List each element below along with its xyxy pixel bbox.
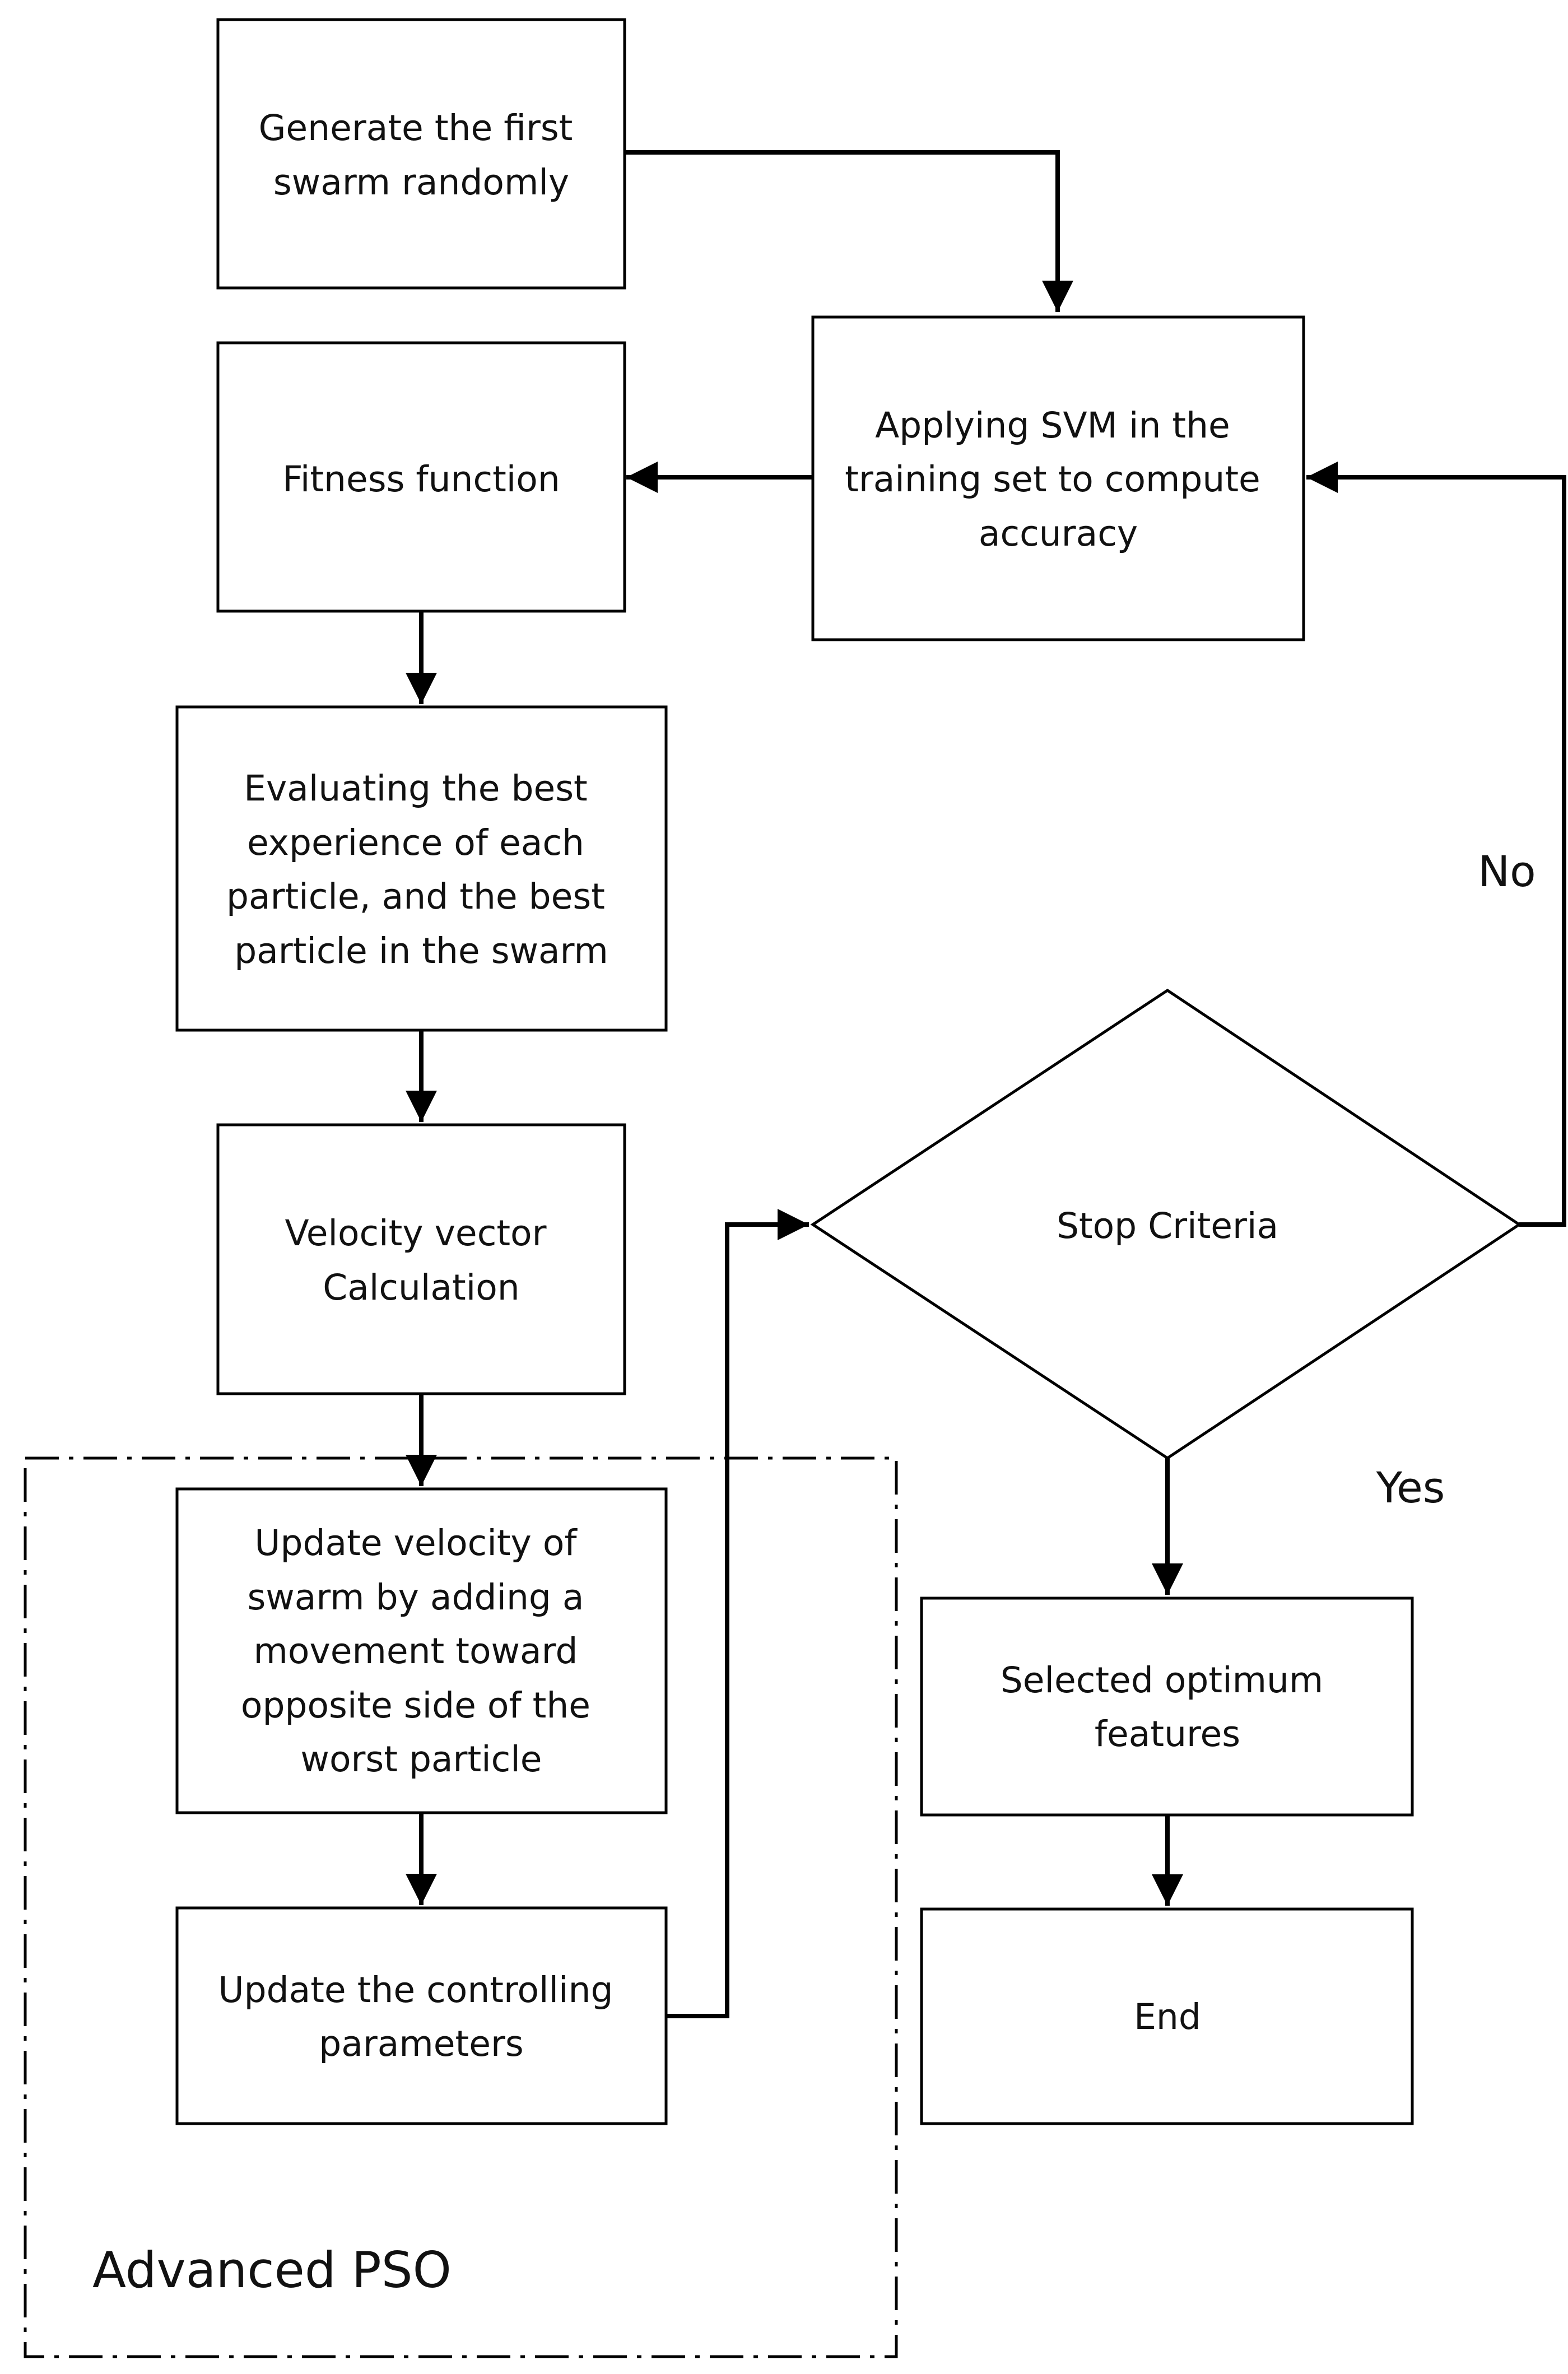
- stop-criteria-diamond: Stop Criteria: [810, 989, 1522, 1460]
- node-line: particle, and the best: [226, 876, 605, 917]
- svg-text:Selected optimum feature: Selected optimum features: [1001, 1660, 1335, 1754]
- yes-label: Yes: [1376, 1463, 1445, 1512]
- node-line: Generate the first: [259, 108, 573, 148]
- edge-stop-to-svm-no: [1306, 462, 1566, 1227]
- svg-text:End: End: [1134, 1996, 1201, 2037]
- update-velocity-box: Update velocity of swarm by adding a mov…: [175, 1487, 668, 1814]
- apply-svm-box: Applying SVM in the training set to comp…: [811, 315, 1305, 641]
- evaluate-best-box: Evaluating the best experience of each p…: [175, 705, 668, 1032]
- node-line: Selected optimum: [1001, 1660, 1324, 1701]
- svg-text:Generate the first swarm: Generate the first swarm randomly: [259, 108, 584, 203]
- node-line: End: [1134, 1996, 1201, 2037]
- fitness-function-box: Fitness function: [216, 341, 626, 613]
- advanced-pso-group: [24, 1456, 898, 2358]
- node-line: training set to compute: [845, 459, 1260, 500]
- generate-swarm-box: Generate the first swarm randomly: [216, 18, 626, 290]
- svg-text:Stop Criteria: Stop Criteria: [1057, 1205, 1278, 1246]
- node-line: Applying SVM in the: [875, 405, 1230, 446]
- node-line: Fitness function: [282, 459, 560, 500]
- node-line: opposite side of the: [241, 1685, 590, 1726]
- node-line: Calculation: [323, 1267, 519, 1308]
- edge-update-params-to-stop: [667, 1209, 809, 2018]
- end-box: End: [920, 1907, 1414, 2125]
- svg-text:Velocity vector Calculat: Velocity vector Calculation: [285, 1213, 557, 1308]
- svg-text:Applying SVM in the trai: Applying SVM in the training set to comp…: [845, 405, 1272, 554]
- node-line: particle in the swarm: [234, 930, 608, 971]
- node-line: parameters: [319, 2023, 523, 2064]
- svg-text:Evaluating the best exp: Evaluating the best experience of each p…: [226, 768, 616, 971]
- svg-text:Fitness function: Fitness function: [282, 459, 560, 500]
- edge-generate-to-svm: [625, 150, 1073, 312]
- no-label: No: [1478, 846, 1536, 896]
- node-line: Stop Criteria: [1057, 1205, 1278, 1246]
- selected-features-box: Selected optimum features: [920, 1596, 1414, 1817]
- node-line: accuracy: [979, 513, 1138, 554]
- node-line: movement toward: [254, 1631, 578, 1672]
- advanced-pso-label: Advanced PSO: [92, 2241, 452, 2299]
- node-line: experience of each: [247, 822, 584, 863]
- svg-text:Update the controlling p: Update the controlling parameters: [218, 1970, 625, 2064]
- svg-text:Update velocity of swarm: Update velocity of swarm by adding a mov…: [241, 1523, 602, 1780]
- node-line: worst particle: [300, 1739, 542, 1780]
- node-line: Update the controlling: [218, 1970, 613, 2010]
- node-line: Evaluating the best: [244, 768, 588, 809]
- node-line: features: [1095, 1714, 1240, 1754]
- node-line: Update velocity of: [254, 1523, 578, 1563]
- velocity-vector-box: Velocity vector Calculation: [216, 1123, 626, 1395]
- connectors: [406, 150, 1566, 2018]
- update-parameters-box: Update the controlling parameters: [175, 1906, 668, 2125]
- node-line: swarm randomly: [273, 162, 569, 203]
- node-line: swarm by adding a: [247, 1577, 584, 1618]
- node-line: Velocity vector: [285, 1213, 546, 1254]
